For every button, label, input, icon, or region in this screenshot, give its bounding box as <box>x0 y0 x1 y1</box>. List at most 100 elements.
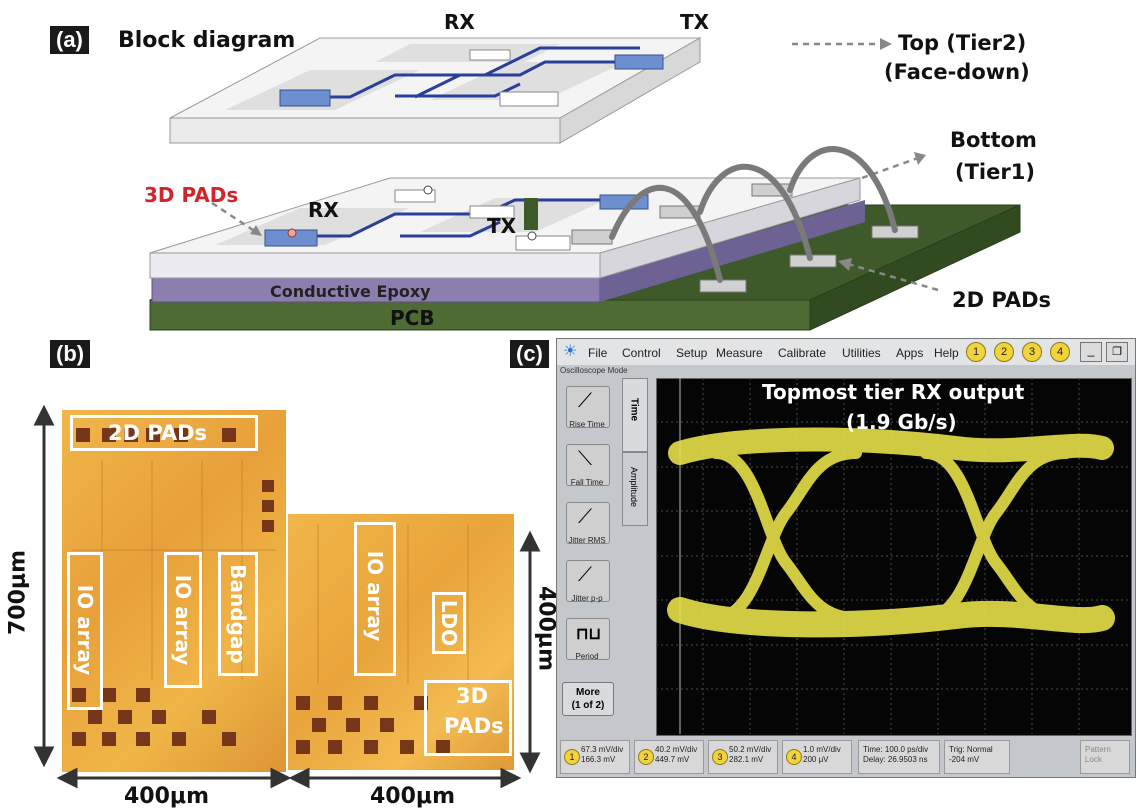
tab-time-label: Time <box>628 397 640 422</box>
menu-calibrate[interactable]: Calibrate <box>778 346 827 360</box>
rise-time-label: Rise Time <box>569 420 605 429</box>
screen-title-1: Topmost tier RX output <box>762 380 1025 404</box>
bottom-tier-chip-front <box>149 252 601 279</box>
panel-b-tag: (b) <box>50 340 91 368</box>
panel-c-tag: (c) <box>510 340 549 368</box>
tab-time[interactable] <box>622 378 648 452</box>
2d-pads-label: 2D PADs <box>952 288 1052 312</box>
period-icon: ⊓⊔ <box>576 626 601 643</box>
jitter-pp-button[interactable] <box>566 560 610 602</box>
left-width-dim: 400μm <box>124 784 210 809</box>
status-time-line: Time: 100.0 ps/div <box>863 745 929 754</box>
jitter-pp-icon: ⟋ <box>578 564 592 586</box>
epoxy-label: Conductive Epoxy <box>270 282 431 301</box>
status-channel-1[interactable]: 1 67.3 mV/div 166.3 mV <box>560 740 630 774</box>
3d-pads-chip-label-1: 3D <box>456 684 489 708</box>
status-channel-2-number: 2 <box>638 749 654 765</box>
status-channel-4-number: 4 <box>786 749 802 765</box>
left-io-array-box-2 <box>164 552 202 688</box>
3d-pads-chip-label-2: PADs <box>444 714 504 738</box>
status-channel-3-number: 3 <box>712 749 728 765</box>
channel-2-button[interactable]: 2 <box>994 342 1014 362</box>
status-channel-2-scale: 40.2 mV/div <box>655 745 698 754</box>
status-trigger[interactable]: Trig: Normal -204 mV <box>944 740 1010 774</box>
status-trigger-line: Trig: Normal <box>949 745 993 754</box>
app-logo-icon: ☀ <box>563 343 578 360</box>
bottom-tier-arrow <box>861 156 919 180</box>
top-tx-block <box>614 54 664 70</box>
jitter-rms-label: Jitter RMS <box>568 536 606 545</box>
pattern-lock-button[interactable]: Pattern Lock <box>1080 740 1130 774</box>
menu-help[interactable]: Help <box>934 346 959 360</box>
bottom-tier-chip-side <box>599 177 861 279</box>
more-button[interactable]: More (1 of 2) <box>562 682 614 716</box>
top-rx-block <box>279 89 331 107</box>
eye-diagram <box>656 378 1130 734</box>
block-diagram-illustration <box>149 37 1021 331</box>
status-channel-3-offset: 282.1 mV <box>729 755 764 764</box>
status-timebase[interactable]: Time: 100.0 ps/div Delay: 26.9503 ns <box>858 740 940 774</box>
status-channel-4-offset: 200 μV <box>803 755 829 764</box>
left-2d-pads-label: 2D PADs <box>108 421 208 445</box>
top-tier-chip-front <box>169 117 561 144</box>
ldo-box <box>432 592 466 654</box>
status-channel-3-scale: 50.2 mV/div <box>729 745 772 754</box>
period-label: Period <box>575 652 599 661</box>
more-button-label-1: More <box>576 687 600 698</box>
jitter-pp-label: Jitter p-p <box>571 594 603 603</box>
bottom-tx-label: TX <box>487 214 517 238</box>
status-channel-2-offset: 449.7 mV <box>655 755 690 764</box>
pcb-side <box>809 204 1021 331</box>
restore-button[interactable]: ❐ <box>1106 342 1128 362</box>
menu-control[interactable]: Control <box>622 346 661 360</box>
tab-amplitude[interactable] <box>622 452 648 526</box>
menu-setup[interactable]: Setup <box>676 346 708 360</box>
status-trigger-level: -204 mV <box>949 755 980 764</box>
menu-utilities[interactable]: Utilities <box>842 346 881 360</box>
status-delay-line: Delay: 26.9503 ns <box>863 755 928 764</box>
status-channel-1-offset: 166.3 mV <box>581 755 616 764</box>
3d-pads-label: 3D PADs <box>144 183 239 207</box>
left-io-array-box-1 <box>67 552 103 710</box>
left-height-dim: 700μm <box>5 549 31 636</box>
3d-pads-box <box>424 680 512 756</box>
pcb-front <box>149 299 811 331</box>
top-tier-label-2: (Face-down) <box>884 60 1030 84</box>
jitter-rms-icon: ⟋ <box>578 506 592 528</box>
panel-a-tag: (a) <box>50 26 89 54</box>
top-tier-label-1: Top (Tier2) <box>898 31 1027 55</box>
top-tx-label: TX <box>680 10 710 34</box>
bond-wire <box>609 184 723 283</box>
period-button[interactable] <box>566 618 610 660</box>
channel-1-button[interactable]: 1 <box>966 342 986 362</box>
status-channel-1-number: 1 <box>564 749 580 765</box>
3d-pad <box>287 228 297 238</box>
pcb-label: PCB <box>390 306 435 330</box>
fall-time-label: Fall Time <box>570 478 604 487</box>
2d-pad <box>699 279 747 293</box>
status-channel-4[interactable]: 4 1.0 mV/div 200 μV <box>782 740 852 774</box>
rise-time-button[interactable] <box>566 386 610 428</box>
minimize-button[interactable]: _ <box>1080 342 1102 362</box>
status-channel-2[interactable]: 2 40.2 mV/div 449.7 mV <box>634 740 704 774</box>
menu-apps[interactable]: Apps <box>896 346 924 360</box>
more-button-label-2: (1 of 2) <box>571 700 605 711</box>
status-channel-3[interactable]: 3 50.2 mV/div 282.1 mV <box>708 740 778 774</box>
channel-4-button[interactable]: 4 <box>1050 342 1070 362</box>
channel-3-button[interactable]: 3 <box>1022 342 1042 362</box>
fall-time-button[interactable] <box>566 444 610 486</box>
bandgap-box <box>218 552 258 676</box>
right-height-dim: 400μm <box>533 585 559 672</box>
left-2d-pads-box <box>70 415 258 451</box>
dimension-arrows <box>33 404 541 789</box>
block-diagram-title: Block diagram <box>118 28 296 53</box>
jitter-rms-button[interactable] <box>566 502 610 544</box>
menu-file[interactable]: File <box>588 346 608 360</box>
bottom-rx-label: RX <box>308 198 339 222</box>
mode-label: Oscilloscope Mode <box>560 366 628 375</box>
tab-amplitude-label: Amplitude <box>629 466 639 508</box>
bottom-tier-label-2: (Tier1) <box>955 160 1035 184</box>
bottom-tier-label-1: Bottom <box>950 128 1037 152</box>
menu-measure[interactable]: Measure <box>716 346 763 360</box>
rise-time-icon: ⟋ <box>578 390 592 412</box>
